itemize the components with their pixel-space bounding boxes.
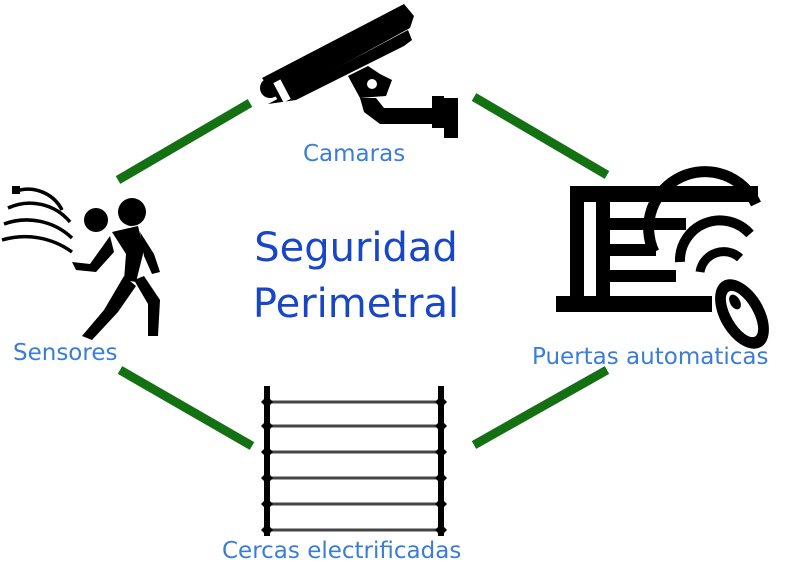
title-line-2: Perimetral [252, 281, 460, 327]
connector-sensores-camaras [115, 99, 253, 184]
connector-camaras-puertas [471, 93, 610, 179]
security-camera-icon [260, 4, 458, 138]
node-label-cercas: Cercas electrificadas [222, 538, 462, 564]
diagram-title: Seguridad Perimetral [196, 220, 516, 332]
automatic-gate-icon [556, 166, 769, 349]
node-label-puertas: Puertas automaticas [532, 344, 769, 370]
electric-fence-icon [261, 386, 447, 536]
title-line-1: Seguridad [254, 225, 458, 271]
motion-sensor-icon [1, 186, 160, 340]
node-label-sensores: Sensores [13, 340, 118, 366]
connector-sensores-cercas [117, 366, 255, 450]
connector-cercas-puertas [471, 366, 610, 449]
node-label-camaras: Camaras [303, 141, 406, 167]
